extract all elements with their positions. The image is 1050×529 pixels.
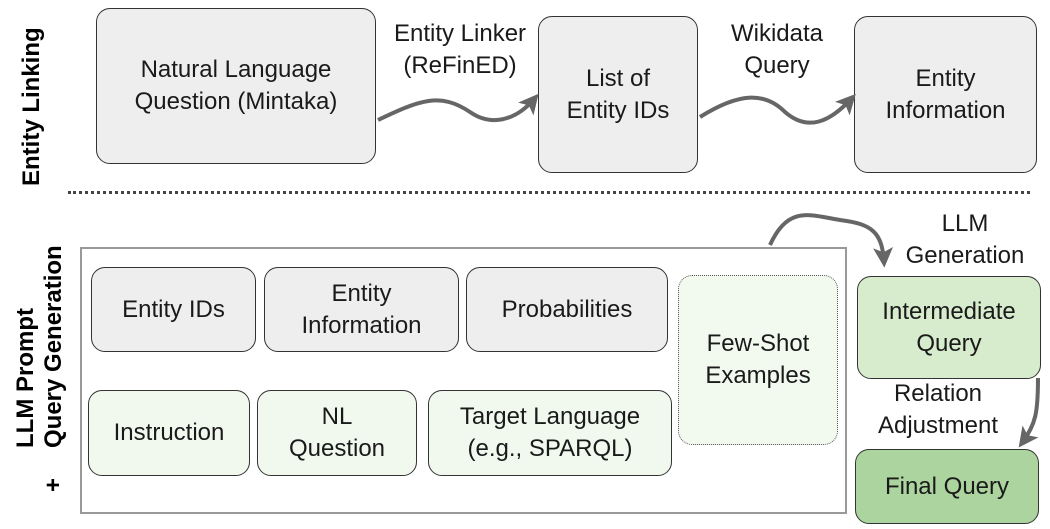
entity-information-box: Entity Information (854, 16, 1037, 173)
arrow-intermediate-to-final (1018, 377, 1040, 448)
section-divider (68, 191, 1030, 194)
relation-adjustment-label: Relation Adjustment (877, 380, 999, 439)
arrow-question-to-entity-ids (377, 93, 539, 122)
prompt-probabilities: Probabilities (466, 267, 668, 352)
section-label-llm-prompt: LLM Prompt (12, 308, 39, 448)
prompt-instruction: Instruction (88, 390, 250, 476)
entity-linker-label: Entity Linker (ReFinED) (393, 20, 527, 79)
arrow-entity-ids-to-information (698, 93, 856, 125)
prompt-target-language: Target Language (e.g., SPARQL) (428, 390, 672, 476)
section-label-query-generation: Query Generation (40, 245, 67, 448)
intermediate-query-box: Intermediate Query (857, 276, 1041, 379)
prompt-nl-question: NL Question (257, 390, 417, 476)
llm-generation-label: LLM Generation (905, 210, 1025, 269)
wikidata-query-label: Wikidata Query (730, 20, 824, 79)
prompt-few-shot-examples: Few-Shot Examples (678, 275, 838, 445)
prompt-entity-ids: Entity IDs (91, 267, 256, 352)
prompt-entity-information: Entity Information (264, 267, 459, 352)
entity-ids-list-box: List of Entity IDs (538, 16, 698, 173)
section-label-plus: + (40, 477, 67, 492)
section-label-entity-linking: Entity Linking (18, 27, 45, 186)
natural-language-question-box: Natural Language Question (Mintaka) (96, 8, 376, 164)
final-query-box: Final Query (855, 449, 1039, 524)
